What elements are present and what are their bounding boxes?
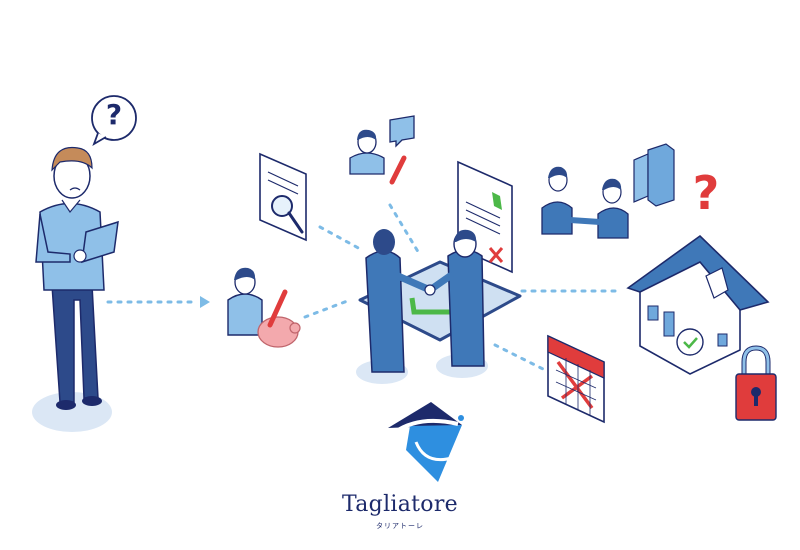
calendar-cancel-icon xyxy=(547,334,605,424)
arrow-head-icon xyxy=(200,296,210,308)
padlock-icon xyxy=(735,345,777,421)
brand-name: Tagliatore xyxy=(342,492,458,517)
house-icon xyxy=(626,234,770,375)
office-buildings-icon xyxy=(633,143,675,207)
brand-name-kana: タリアトーレ xyxy=(376,522,424,530)
saving-person-figure xyxy=(227,267,301,348)
question-mark-bubble-text: ? xyxy=(105,98,123,131)
confused-man-figure xyxy=(32,146,119,432)
writing-person-figure xyxy=(349,115,415,185)
tagliatore-logo-mark xyxy=(388,402,464,482)
partner-handshake-figure xyxy=(541,166,629,239)
question-bubble xyxy=(91,95,137,147)
red-question-mark: ? xyxy=(692,166,720,220)
dotted-connectors xyxy=(106,203,620,372)
handshake-deal-figure xyxy=(356,229,522,384)
search-document-icon xyxy=(259,152,307,242)
